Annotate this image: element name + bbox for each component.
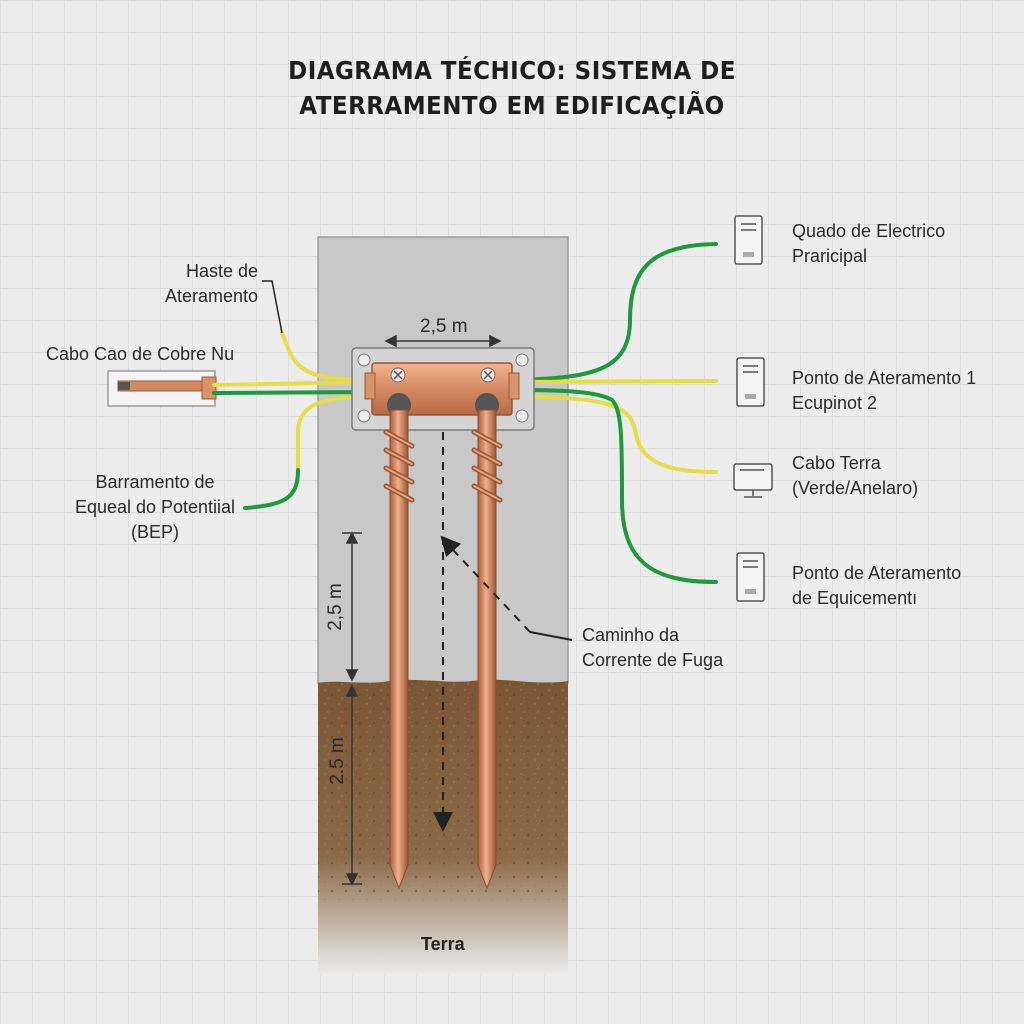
- dimension-vertical-lower: 2.5 m: [326, 737, 348, 785]
- label-cabo-terra: Cabo Terra (Verde/Anelaro): [792, 453, 919, 498]
- soil: [318, 679, 568, 975]
- label-ponto-1: Ponto de Ateramento 1 Ecupinot 2: [792, 368, 977, 413]
- pc-tower-icon: [734, 215, 763, 265]
- label-caminho-corrente: Caminho da Corrente de Fuga: [582, 625, 724, 670]
- horizontal-dimension: [384, 334, 502, 348]
- label-bep: Barramento de Equeal do Potentiial (BEP): [74, 472, 236, 542]
- label-quadro: Quado de Electrico Praricipal: [792, 221, 946, 266]
- dimension-horizontal: 2,5 m: [420, 316, 468, 337]
- copper-cable-terminal: [107, 370, 217, 407]
- ground-rod-left: [383, 393, 415, 890]
- vertical-dimensions: [342, 531, 362, 886]
- diagram-title-line-2: ATERRAMENTO EM EDIFICAÇIÃO: [299, 91, 725, 120]
- diagram-title-line-1: DIAGRAMA TÉCHICO: SISTEMA DE: [288, 56, 736, 85]
- leakage-current-path: [433, 432, 573, 832]
- pc-tower-icon: [736, 357, 765, 407]
- monitor-icon: [733, 463, 773, 498]
- label-cabo-cobre: Cabo Cao de Cobre Nu: [46, 344, 235, 364]
- concrete-column: [317, 236, 569, 684]
- pc-tower-icon: [736, 552, 765, 602]
- dimension-vertical-upper: 2,5 m: [324, 583, 346, 631]
- leader-lines: [262, 280, 283, 334]
- label-terra: Terra: [421, 934, 465, 954]
- label-haste: Haste de Ateramento: [164, 261, 258, 306]
- label-ponto-equipamento: Ponto de Ateramento de Equicementı: [792, 563, 962, 608]
- ground-rod-right: [471, 393, 503, 890]
